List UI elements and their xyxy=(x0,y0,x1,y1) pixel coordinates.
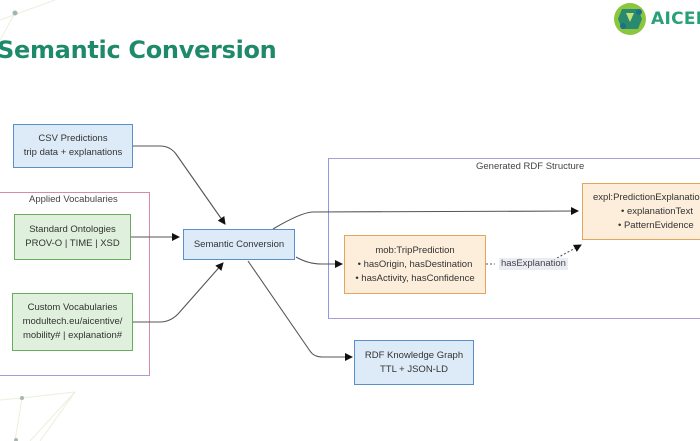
standard-ontologies-node[interactable]: Standard Ontologies PROV-O | TIME | XSD xyxy=(14,214,131,260)
rdf-knowledge-graph-node[interactable]: RDF Knowledge Graph TTL + JSON-LD xyxy=(354,340,474,385)
edge-semantic-to-expl xyxy=(272,207,579,230)
standard-ontologies-title: Standard Ontologies xyxy=(29,224,116,235)
custom-vocabularies-title: Custom Vocabularies xyxy=(27,302,118,313)
slide-title: Semantic Conversion xyxy=(0,36,277,64)
logo: AICEN xyxy=(613,2,700,36)
has-explanation-edge-label: hasExplanation xyxy=(499,258,568,270)
prediction-explanation-prop-1: • explanationText xyxy=(621,205,693,217)
prediction-explanation-prop-2: • PatternEvidence xyxy=(618,219,694,231)
generated-rdf-structure-group xyxy=(328,158,700,319)
rdf-knowledge-graph-subtitle: TTL + JSON-LD xyxy=(379,363,448,375)
csv-predictions-subtitle: trip data + explanations xyxy=(23,147,123,158)
edge-custom-to-semantic xyxy=(131,262,224,323)
custom-vocabularies-node[interactable]: Custom Vocabularies modultech.eu/aicenti… xyxy=(12,293,133,351)
custom-vocabularies-line-3: mobility# | explanation# xyxy=(22,330,123,341)
semantic-conversion-title: Semantic Conversion xyxy=(193,238,285,250)
trip-prediction-prop-1: • hasOrigin, hasDestination xyxy=(357,258,473,270)
standard-ontologies-subtitle: PROV-O | TIME | XSD xyxy=(25,238,120,249)
generated-rdf-structure-label: Generated RDF Structure xyxy=(476,161,585,172)
csv-predictions-title: CSV Predictions xyxy=(38,133,108,144)
rdf-knowledge-graph-title: RDF Knowledge Graph xyxy=(364,349,464,361)
csv-predictions-node[interactable]: CSV Predictions trip data + explanations xyxy=(13,124,133,168)
edge-semantic-to-kg xyxy=(247,260,353,361)
trip-prediction-prop-2: • hasActivity, hasConfidence xyxy=(355,272,475,284)
logo-text: AICEN xyxy=(651,9,700,29)
semantic-conversion-node[interactable]: Semantic Conversion xyxy=(183,229,295,260)
edge-semantic-to-trip xyxy=(295,256,343,268)
prediction-explanation-node[interactable]: expl:PredictionExplanation • explanation… xyxy=(582,183,700,240)
applied-vocabularies-group xyxy=(0,192,150,376)
edge-trip-to-expl-dotted-2 xyxy=(556,244,582,259)
logo-icon xyxy=(614,3,646,35)
trip-prediction-title: mob:TripPrediction xyxy=(375,244,455,256)
custom-vocabularies-line-2: modultech.eu/aicentive/ xyxy=(22,316,123,327)
edge-csv-to-semantic xyxy=(133,145,226,225)
applied-vocabularies-label: Applied Vocabularies xyxy=(29,194,118,205)
trip-prediction-node[interactable]: mob:TripPrediction • hasOrigin, hasDesti… xyxy=(344,235,486,294)
prediction-explanation-title: expl:PredictionExplanation xyxy=(593,191,700,203)
